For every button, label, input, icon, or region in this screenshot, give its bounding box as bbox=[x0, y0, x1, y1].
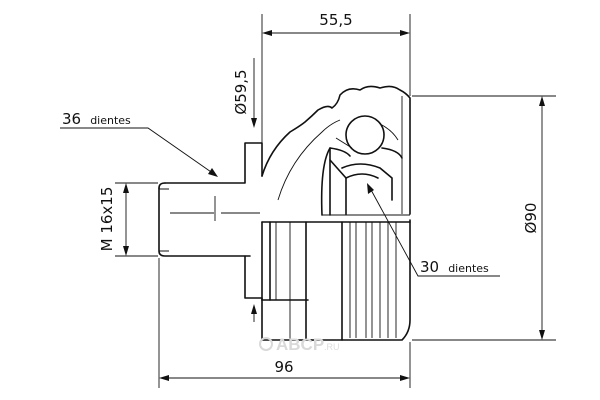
dimension-label-length-top: 55,5 bbox=[319, 11, 352, 29]
ball-cage bbox=[320, 115, 410, 216]
dimension-thread bbox=[115, 182, 158, 257]
dimension-diameter-small bbox=[251, 58, 257, 322]
dimension-label-length-total: 96 bbox=[274, 358, 293, 376]
watermark-domain: .RU bbox=[324, 342, 340, 352]
lower-body bbox=[275, 219, 411, 341]
inner-spline-unit: dientes bbox=[448, 262, 489, 275]
label-inner-spline: 30 dientes bbox=[420, 257, 489, 276]
watermark-logo-icon bbox=[259, 337, 273, 351]
watermark-brand: ABCP bbox=[276, 335, 324, 354]
collar bbox=[244, 221, 313, 341]
outer-spline-count: 36 bbox=[62, 110, 81, 128]
shaft bbox=[158, 142, 263, 257]
housing bbox=[261, 85, 411, 215]
dimension-length-top bbox=[261, 14, 411, 176]
watermark: ABCP .RU bbox=[259, 335, 340, 354]
dimension-diameter-large bbox=[412, 95, 556, 341]
leader-inner-spline bbox=[367, 183, 500, 277]
dimension-label-diameter-small: Ø59,5 bbox=[232, 69, 250, 114]
inner-spline-count: 30 bbox=[420, 258, 439, 276]
outer-spline-unit: dientes bbox=[90, 114, 131, 127]
dimension-length-total bbox=[158, 258, 411, 388]
label-outer-spline: 36 dientes bbox=[62, 109, 131, 128]
leader-outer-spline bbox=[60, 127, 218, 177]
dimension-label-thread: M 16x15 bbox=[98, 187, 116, 252]
dimension-label-diameter-large: Ø90 bbox=[522, 203, 540, 234]
